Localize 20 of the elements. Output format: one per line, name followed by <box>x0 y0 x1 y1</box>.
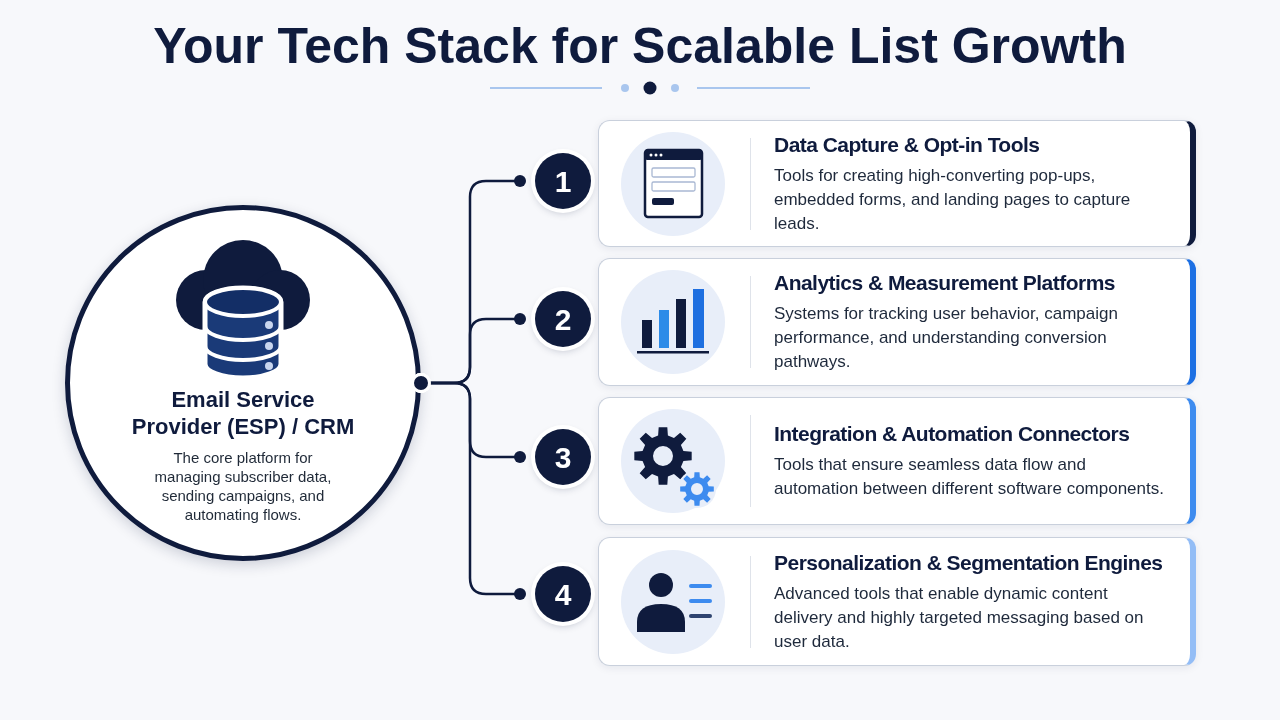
card-description: Tools that ensure seamless data flow and automation between different software components. <box>774 454 1164 500</box>
step-number: 4 <box>535 566 591 622</box>
step-number: 2 <box>535 291 591 347</box>
title: Your Tech Stack for Scalable List Growth <box>153 17 1127 76</box>
category-card <box>598 120 1196 247</box>
category-card <box>598 258 1196 386</box>
card-title: Integration & Automation Connectors <box>774 421 1131 447</box>
card-title: Personalization & Segmentation Engines <box>774 549 1164 576</box>
hub-description: The core platform for managing subscriber data, sending campaigns, and automating flows. <box>153 448 333 524</box>
category-card <box>598 397 1196 525</box>
step-number: 1 <box>535 153 591 209</box>
card-description: Advanced tools that enable dynamic content delivery and highly targeted messaging based on user data. <box>774 582 1145 653</box>
card-description: Tools for creating high-converting pop-ups, embedded forms, and landing pages to capture leads. <box>774 164 1132 235</box>
category-card <box>598 537 1196 666</box>
card-title: Data Capture & Opt-in Tools <box>774 131 1041 158</box>
connector-line <box>411 373 526 600</box>
card-title: Analytics & Measurement Platforms <box>774 270 1116 296</box>
hub-title: Email Service Provider (ESP) / CRM <box>130 386 356 440</box>
step-number: 3 <box>535 429 591 485</box>
card-description: Systems for tracking user behavior, campaign performance, and understanding conversion pathways. <box>774 303 1119 373</box>
